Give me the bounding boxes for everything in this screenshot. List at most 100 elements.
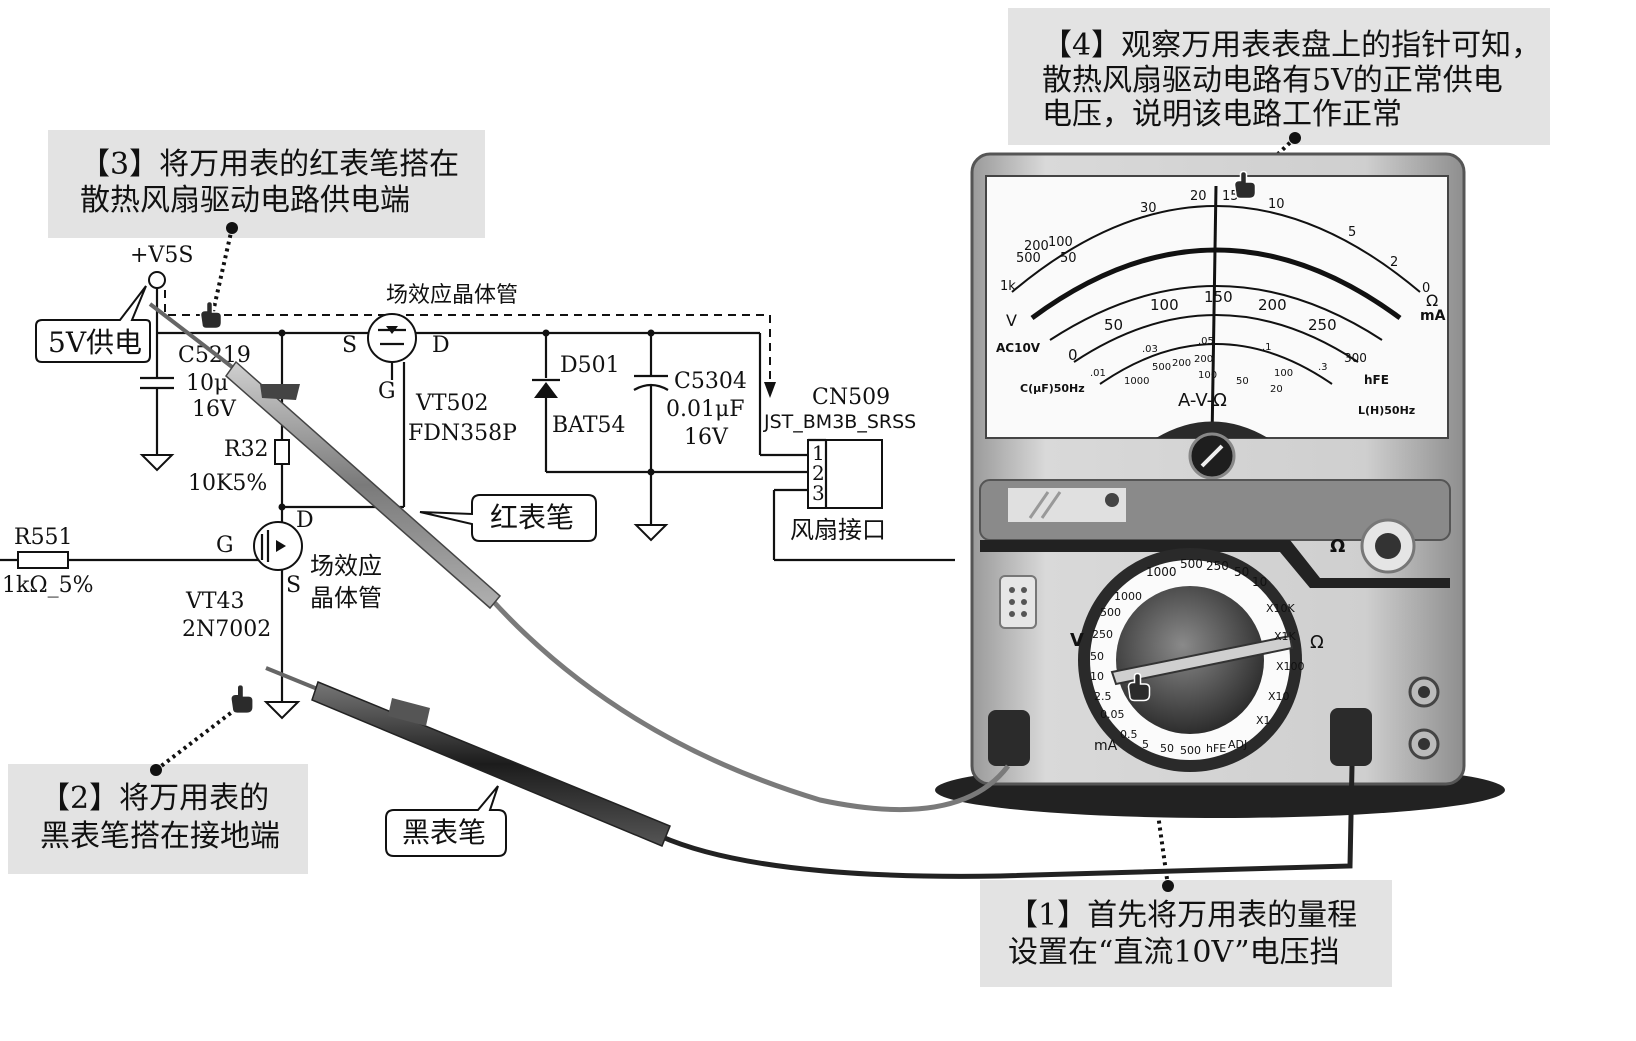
dc-scale-4: 200 — [1258, 296, 1287, 314]
label-ind: L(H)50Hz — [1358, 404, 1415, 417]
note-step3-line2: 散热风扇驱动电路供电端 — [80, 183, 410, 218]
range-ohm-4: X1 — [1256, 714, 1271, 727]
mid-scale-2: .05 — [1198, 336, 1214, 347]
red-probe-cable — [490, 598, 1010, 813]
label-hfe: hFE — [1364, 373, 1389, 387]
note-step4: 【4】观察万用表表盘上的指针可知， 散热风扇驱动电路有5V的正常供电 电压，说明… — [1008, 8, 1550, 145]
hfe-scale-2: 200 — [1194, 354, 1213, 365]
range-ohm-3: X10 — [1268, 690, 1290, 703]
switch-ma-label: mA — [1094, 738, 1118, 754]
lower-scale-0: 1000 — [1124, 376, 1149, 387]
com-jack[interactable] — [988, 710, 1030, 766]
range-selector[interactable] — [1078, 548, 1302, 772]
range-vleft-4: 10 — [1090, 670, 1104, 683]
cn509-pin1: 1 — [812, 441, 825, 465]
circuit-schematic: +V5S C5219 10μ 16V R32 10K5% S — [0, 243, 955, 720]
fet-top-label: 场效应晶体管 — [386, 283, 518, 308]
dial-scale-top-6: 2 — [1390, 255, 1398, 270]
fet-bottom-label-2: 晶体管 — [310, 584, 382, 612]
range-ohm-2: X100 — [1276, 660, 1305, 673]
range-vleft-5: 2.5 — [1094, 690, 1112, 703]
range-vleft-3: 50 — [1090, 650, 1104, 663]
range-bottom-2: 500 — [1180, 744, 1201, 757]
range-bottom-3: 50 — [1160, 742, 1174, 755]
dc-scale-2: 100 — [1150, 296, 1179, 314]
red-probe[interactable] — [148, 302, 502, 610]
pointing-hand-icon — [229, 683, 255, 715]
callout-red-probe: 红表笔 — [419, 494, 597, 542]
dc-scale-5: 250 — [1308, 316, 1337, 334]
dial-scale-top-0: 50 — [1060, 251, 1077, 266]
range-v-2: 250 — [1206, 559, 1229, 573]
pointing-hand-icon — [199, 300, 223, 330]
dc-scale-1: 50 — [1104, 316, 1123, 334]
switch-ohm-label: Ω — [1310, 632, 1324, 653]
lower-scale-3: 100 — [1198, 370, 1217, 381]
label-v: V — [1006, 311, 1017, 330]
ohm-scale-2: 200 — [1024, 239, 1049, 254]
fan-port-label: 风扇接口 — [790, 516, 886, 544]
note-step3-line1: 【3】将万用表的红表笔搭在 — [80, 147, 459, 182]
r551-ref: R551 — [14, 525, 73, 550]
r551-val: 1kΩ_5% — [2, 573, 93, 598]
vt43-pin-d: D — [296, 508, 314, 533]
ohm-scale-3: 100 — [1048, 235, 1073, 250]
callout-supply: 5V供电 — [35, 285, 151, 363]
d501-part: BAT54 — [552, 413, 626, 438]
ohm-adjust-label: Ω — [1330, 536, 1345, 557]
range-v-4: 10 — [1252, 575, 1267, 589]
r32-ref: R32 — [224, 437, 269, 462]
vt502-ref: VT502 — [415, 391, 489, 416]
callout-red-probe-text: 红表笔 — [490, 501, 574, 534]
dial-scale-top-2: 20 — [1190, 189, 1207, 204]
dial-scale-top-1: 30 — [1140, 201, 1157, 216]
note-step2: 【2】将万用表的 黑表笔搭在接地端 — [8, 764, 308, 874]
hfe-scale-3: 300 — [1344, 351, 1367, 365]
range-v-3: 50 — [1234, 565, 1249, 579]
lower-scale-1: 500 — [1152, 362, 1171, 373]
lower-scale-5: 20 — [1270, 384, 1283, 395]
v5s-label: +V5S — [130, 243, 193, 268]
ohm-scale-1: 500 — [1016, 251, 1041, 266]
fet-bottom-label-1: 场效应 — [310, 552, 382, 580]
range-v-1: 500 — [1180, 557, 1203, 571]
black-probe-cable — [658, 765, 1355, 879]
c5304-val: 0.01μF — [666, 397, 745, 422]
vt502-part: FDN358P — [408, 421, 517, 446]
v-ohm-jack[interactable] — [1330, 708, 1372, 766]
lower-scale-2: 200 — [1172, 358, 1191, 369]
c5219-val: 10μ — [186, 371, 228, 396]
label-ac10v: AC10V — [996, 341, 1041, 355]
note-step2-line1: 【2】将万用表的 — [40, 781, 269, 816]
range-bottom-6: 0.05 — [1100, 708, 1125, 721]
dc-scale-3: 150 — [1204, 288, 1233, 306]
note-step4-line3: 电压，说明该电路工作正常 — [1042, 97, 1402, 132]
c5219-voltage: 16V — [192, 397, 237, 422]
vt43-pin-g: G — [216, 533, 234, 558]
note-step1: 【1】首先将万用表的量程 设置在“直流10V”电压挡 — [980, 880, 1392, 987]
note-step1-line2: 设置在“直流10V”电压挡 — [1008, 935, 1340, 970]
note-step3: 【3】将万用表的红表笔搭在 散热风扇驱动电路供电端 — [48, 130, 485, 238]
vt502-pin-g: G — [378, 379, 396, 404]
vt43-ref: VT43 — [185, 589, 245, 614]
range-bottom-5: 0.5 — [1120, 728, 1138, 741]
dial-scale-top-5: 5 — [1348, 225, 1356, 240]
range-vleft-0: 1000 — [1114, 590, 1142, 603]
label-ma: mA — [1420, 308, 1446, 324]
meter-needle — [1210, 185, 1218, 441]
cn509-pin2: 2 — [812, 461, 825, 485]
c5304-ref: C5304 — [674, 369, 747, 394]
hfe-scale-1: 100 — [1274, 368, 1293, 379]
cn509-part: JST_BM3B_SRSS — [763, 411, 916, 433]
range-bottom-4: 5 — [1142, 738, 1149, 751]
label-cap: C(μF)50Hz — [1020, 382, 1085, 395]
black-probe[interactable] — [265, 666, 671, 847]
vt43-pin-s: S — [286, 573, 301, 598]
mid-scale-4: .3 — [1318, 362, 1328, 373]
ground-icon — [263, 701, 301, 720]
d501-ref: D501 — [560, 353, 620, 378]
callout-black-probe-text: 黑表笔 — [402, 816, 486, 849]
note-step1-line1: 【1】首先将万用表的量程 — [1008, 898, 1357, 933]
mid-scale-3: .1 — [1262, 342, 1272, 353]
